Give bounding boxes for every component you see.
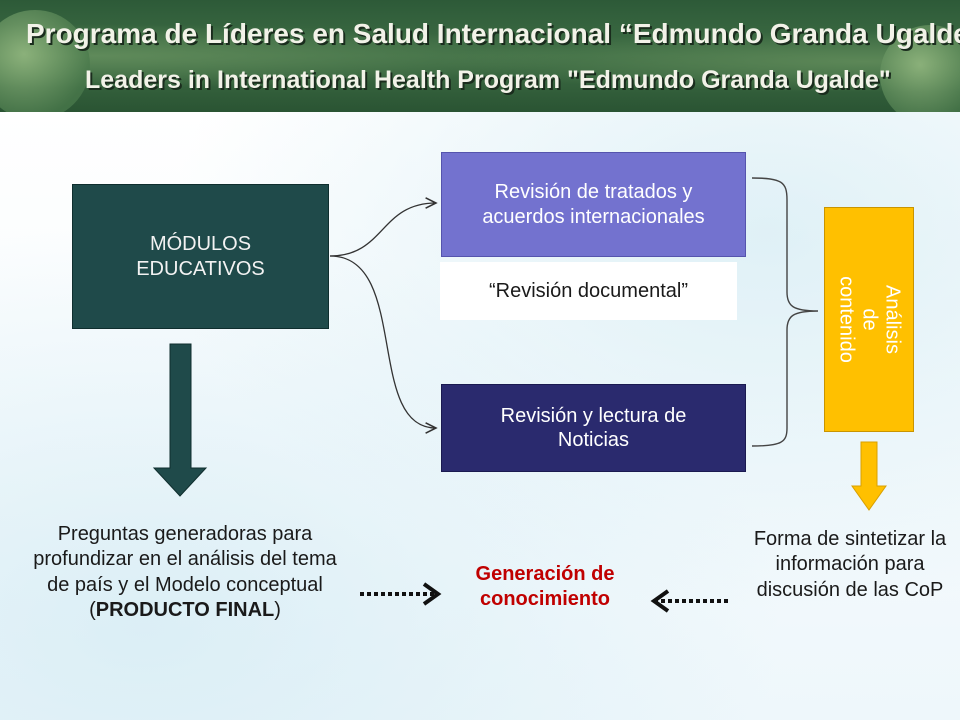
dotted-arrow-right xyxy=(360,582,442,606)
globe-graphic-left xyxy=(0,10,90,112)
revision-tratados-box: Revisión de tratados y acuerdos internac… xyxy=(441,152,746,257)
revision-documental-label: “Revisión documental” xyxy=(440,262,737,320)
tratados-label: Revisión de tratados y acuerdos internac… xyxy=(482,181,705,228)
banner-title-english: Leaders in International Health Program … xyxy=(85,66,891,94)
header-banner: Programa de Líderes en Salud Internacion… xyxy=(0,0,960,112)
analisis-contenido-box: Análisis de contenido xyxy=(824,207,914,432)
generacion-conocimiento-label: Generación de conocimiento xyxy=(475,563,615,611)
producto-final-label: PRODUCTO FINAL xyxy=(95,599,275,622)
banner-title-spanish: Programa de Líderes en Salud Internacion… xyxy=(26,18,960,49)
modulos-label: MÓDULOS EDUCATIVOS xyxy=(136,233,265,280)
connector-to-tratados xyxy=(329,203,436,257)
connector-to-noticias xyxy=(329,255,436,428)
right-brace xyxy=(751,177,819,447)
preguntas-generadoras-text: Preguntas generadoras para profundizar e… xyxy=(20,522,350,624)
forma-sintetizar-text: Forma de sintetizar la información para … xyxy=(753,528,947,601)
modulos-educativos-box: MÓDULOS EDUCATIVOS xyxy=(72,184,329,329)
analisis-label: Análisis de contenido xyxy=(835,276,904,363)
preguntas-body: Preguntas generadoras para profundizar e… xyxy=(33,523,337,622)
dotted-arrow-left xyxy=(650,589,728,613)
revision-noticias-box: Revisión y lectura de Noticias xyxy=(441,384,746,472)
globe-graphic-right xyxy=(880,25,960,112)
down-arrow-analisis xyxy=(851,441,887,511)
down-arrow-modulos xyxy=(152,343,208,497)
noticias-label: Revisión y lectura de Noticias xyxy=(500,404,687,451)
preguntas-close: ) xyxy=(274,599,281,622)
